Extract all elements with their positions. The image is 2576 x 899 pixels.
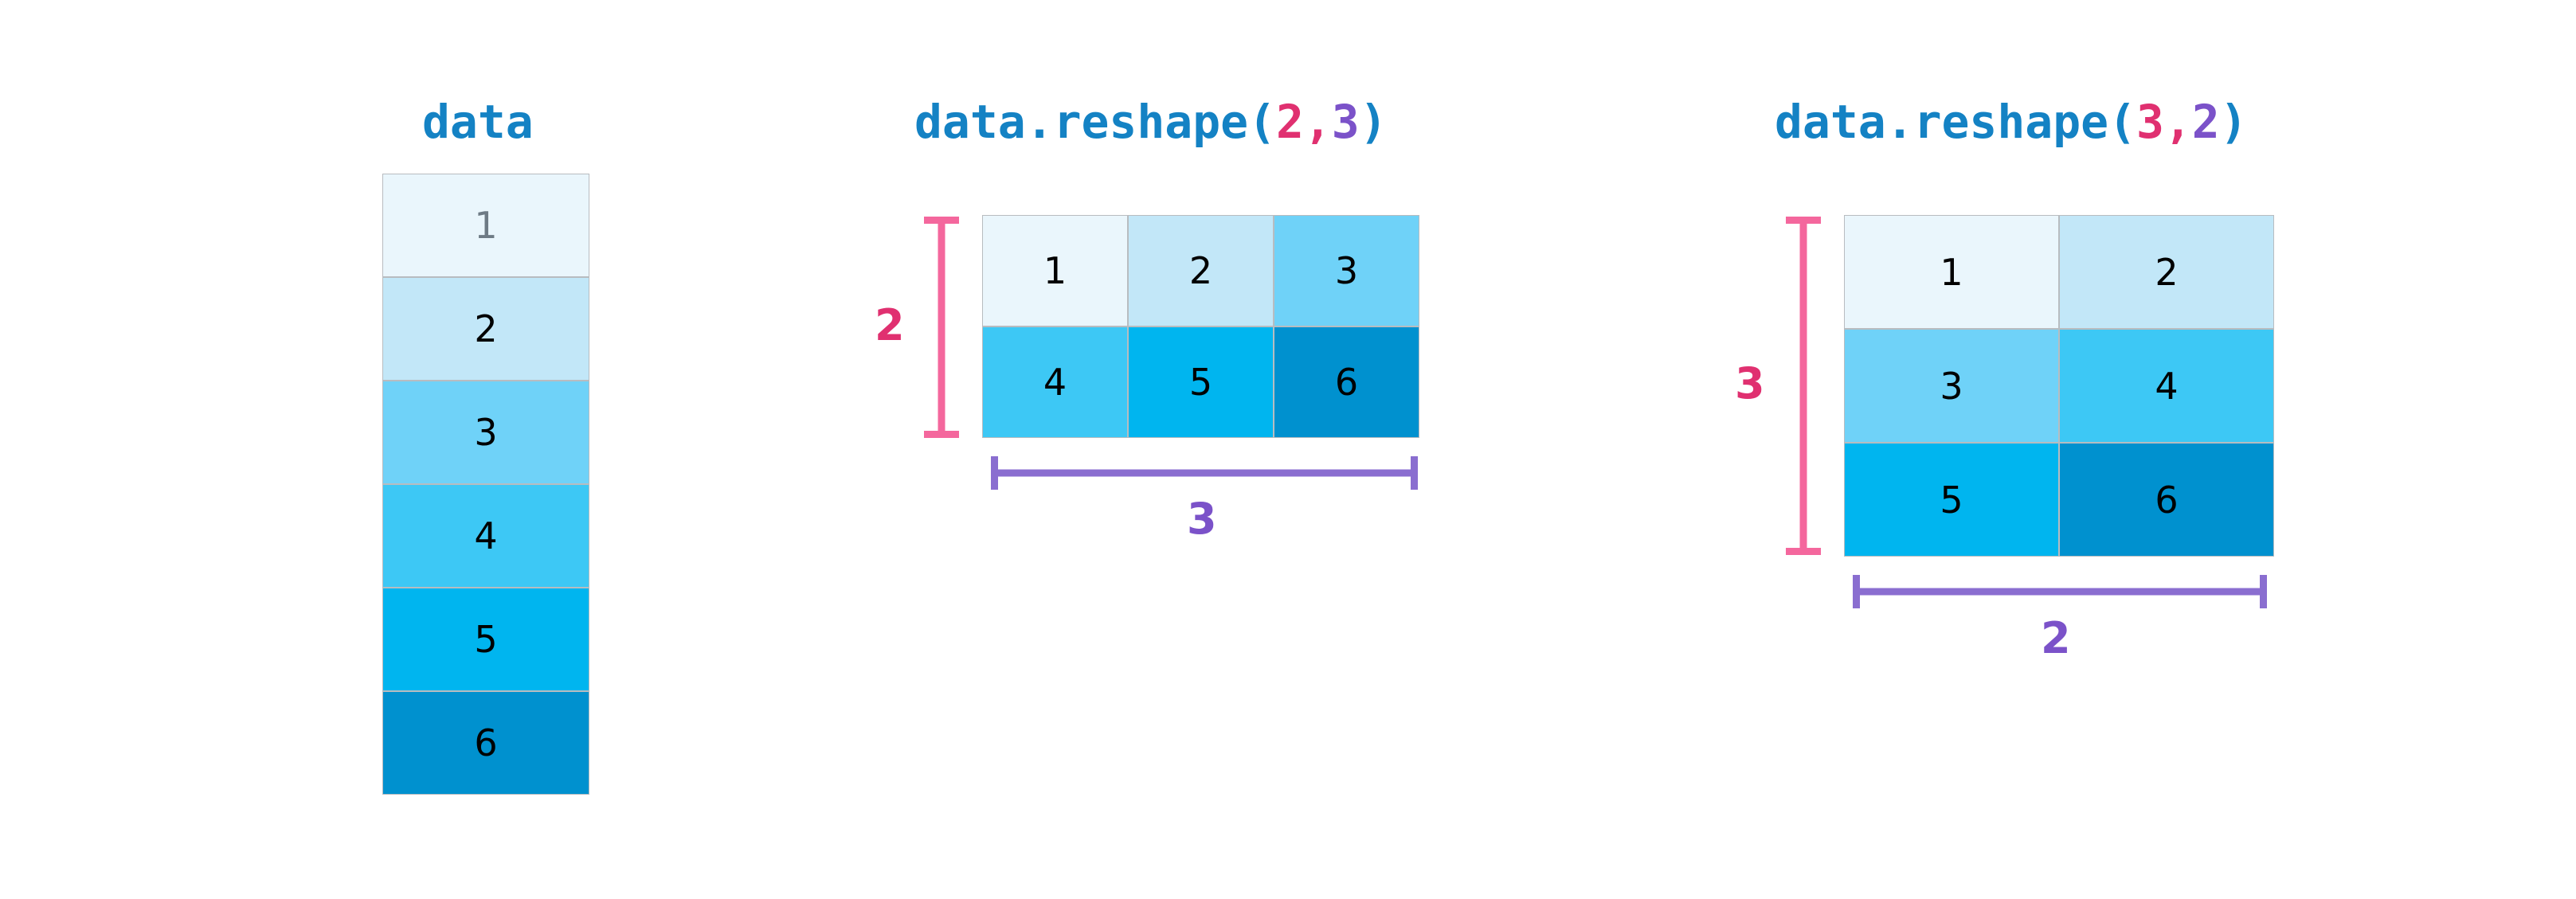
bracket-stem: [1853, 588, 2267, 596]
cell-r23-1-0: 4: [982, 326, 1128, 438]
cell-value: 4: [1043, 361, 1067, 404]
cell-value: 2: [474, 307, 498, 350]
bracket-cap-right: [1411, 456, 1418, 490]
cell-r32-2-1: 6: [2059, 443, 2274, 557]
cell-value: 5: [474, 618, 498, 661]
cell-r23-1-1: 5: [1128, 326, 1274, 438]
cell-value: 1: [1043, 249, 1067, 292]
panel-title-suffix: ): [1359, 95, 1388, 149]
cell-value: 4: [2155, 364, 2179, 408]
panel-title-comma: ,: [1303, 95, 1332, 149]
panel-title-comma: ,: [2163, 95, 2192, 149]
cell-value: 6: [474, 721, 498, 764]
cell-value: 1: [474, 204, 498, 247]
cell-r32-0-1: 2: [2059, 215, 2274, 329]
panel-title-reshape-2-3: data.reshape(2,3): [914, 99, 1388, 145]
panel-title-pink-arg: 2: [1275, 95, 1304, 149]
cell-value: 5: [1188, 361, 1213, 404]
cell-r23-1-2: 6: [1274, 326, 1419, 438]
panel-title-purple-arg: 2: [2191, 95, 2220, 149]
cell-data-5-0: 6: [382, 691, 589, 795]
col-dimension-bracket-r23: [991, 456, 1418, 490]
col-dimension-label-r32: 2: [2041, 613, 2071, 663]
panel-title-reshape-3-2: data.reshape(3,2): [1775, 99, 2248, 145]
row-dimension-label-r23: 2: [875, 300, 905, 350]
cell-data-4-0: 5: [382, 588, 589, 691]
panel-title-data: data: [422, 99, 534, 145]
panel-title-purple-arg: 3: [1331, 95, 1360, 149]
cell-value: 5: [1940, 478, 1963, 522]
col-dimension-bracket-r32: [1853, 575, 2267, 608]
cell-value: 2: [2155, 250, 2179, 294]
col-dimension-label-r23: 3: [1187, 494, 1217, 544]
cell-value: 4: [474, 514, 498, 557]
row-dimension-label-r32: 3: [1735, 358, 1765, 408]
bracket-stem: [1799, 217, 1807, 555]
cell-r32-1-1: 4: [2059, 329, 2274, 443]
panel-title-pink-arg: 3: [2136, 95, 2164, 149]
cell-data-0-0: 1: [382, 174, 589, 277]
bracket-stem: [991, 469, 1418, 477]
cell-data-3-0: 4: [382, 484, 589, 588]
cell-value: 6: [1334, 361, 1359, 404]
row-dimension-bracket-r23: [924, 217, 959, 438]
cell-value: 3: [474, 411, 498, 454]
bracket-cap-bottom: [1786, 548, 1821, 555]
cell-r23-0-2: 3: [1274, 215, 1419, 326]
cell-r23-0-0: 1: [982, 215, 1128, 326]
cell-value: 3: [1940, 364, 1963, 408]
cell-value: 6: [2155, 478, 2179, 522]
cell-r23-0-1: 2: [1128, 215, 1274, 326]
row-dimension-bracket-r32: [1786, 217, 1821, 555]
cell-data-1-0: 2: [382, 277, 589, 381]
bracket-cap-bottom: [924, 431, 959, 438]
cell-r32-1-0: 3: [1844, 329, 2059, 443]
cell-value: 2: [1188, 249, 1213, 292]
cell-data-2-0: 3: [382, 381, 589, 484]
panel-title-prefix: data.reshape(: [1775, 95, 2136, 149]
cell-r32-2-0: 5: [1844, 443, 2059, 557]
panel-title-prefix: data.reshape(: [914, 95, 1276, 149]
cell-value: 3: [1334, 249, 1359, 292]
panel-title-data-text: data: [422, 95, 534, 149]
cell-value: 1: [1940, 250, 1963, 294]
cell-r32-0-0: 1: [1844, 215, 2059, 329]
bracket-cap-right: [2260, 575, 2267, 608]
bracket-stem: [938, 217, 945, 438]
panel-title-suffix: ): [2219, 95, 2248, 149]
